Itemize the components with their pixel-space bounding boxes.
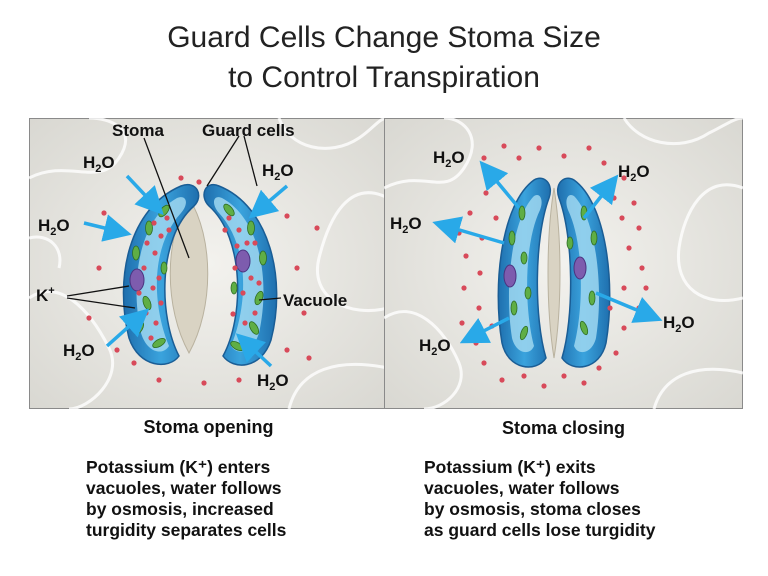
water-label: H2O xyxy=(262,161,294,183)
epidermal-cell-outlines xyxy=(29,118,388,409)
water-label: H2O xyxy=(257,371,289,393)
nucleus-right xyxy=(573,256,587,280)
diagram-title: Guard Cells Change Stoma Size to Control… xyxy=(0,18,768,98)
water-labels: H2O H2O H2O H2O H2O xyxy=(390,148,695,358)
stoma-closing-description: Potassium (K⁺) exits vacuoles, water fol… xyxy=(424,457,655,541)
water-arrows-in xyxy=(83,174,289,368)
vacuole-left xyxy=(508,194,542,353)
chloroplasts xyxy=(508,205,598,341)
water-arrows-out xyxy=(432,160,663,344)
description-line: vacuoles, water follows xyxy=(86,478,282,498)
nucleus-left xyxy=(503,264,517,288)
stoma-opening-panel: Stoma Guard cells Vacuole K+ H2O H2O H2O… xyxy=(29,118,388,409)
description-line: vacuoles, water follows xyxy=(424,478,620,498)
epidermal-cell-outlines xyxy=(384,118,743,409)
description-line: as guard cells lose turgidity xyxy=(424,520,656,540)
description-line: turgidity separates cells xyxy=(86,520,287,540)
potassium-label: K+ xyxy=(36,285,55,305)
water-label: H2O xyxy=(433,148,465,170)
vacuole-right xyxy=(213,197,264,352)
water-labels: H2O H2O H2O H2O H2O xyxy=(38,153,294,393)
water-label: H2O xyxy=(419,336,451,358)
potassium-ions-outside xyxy=(86,175,320,386)
title-line-2: to Control Transpiration xyxy=(228,61,540,94)
description-line: by osmosis, stoma closes xyxy=(424,499,641,519)
guard-cells-label: Guard cells xyxy=(202,121,295,140)
panel-background xyxy=(29,118,388,409)
description-line: Potassium (K⁺) enters xyxy=(86,457,271,477)
water-label: H2O xyxy=(63,341,95,363)
nucleus-left xyxy=(129,268,145,292)
description-line: Potassium (K⁺) exits xyxy=(424,457,596,477)
leader-lines xyxy=(66,135,282,309)
water-label: H2O xyxy=(618,162,650,184)
water-label: H2O xyxy=(663,313,695,335)
description-line: by osmosis, increased xyxy=(86,499,274,519)
water-label: H2O xyxy=(38,216,70,238)
stoma-label: Stoma xyxy=(112,121,165,140)
stoma-opening-caption: Stoma opening xyxy=(143,417,274,437)
stoma-closing-panel: H2O H2O H2O H2O H2O xyxy=(384,118,743,409)
stoma-closing-caption: Stoma closing xyxy=(501,418,626,438)
stoma-pore xyxy=(169,197,209,355)
stoma-opening-illustration: Stoma Guard cells Vacuole K+ H2O H2O H2O… xyxy=(29,118,388,409)
potassium-ions-outside xyxy=(456,143,649,389)
water-label: H2O xyxy=(83,153,115,175)
stoma-opening-description: Potassium (K⁺) enters vacuoles, water fo… xyxy=(86,457,286,541)
stoma-pore xyxy=(547,187,561,359)
water-label: H2O xyxy=(390,214,422,236)
stoma-closing-illustration: H2O H2O H2O H2O H2O xyxy=(384,118,743,409)
title-line-1: Guard Cells Change Stoma Size xyxy=(167,21,601,54)
vacuole-label: Vacuole xyxy=(283,291,347,310)
nucleus-right xyxy=(235,249,251,273)
